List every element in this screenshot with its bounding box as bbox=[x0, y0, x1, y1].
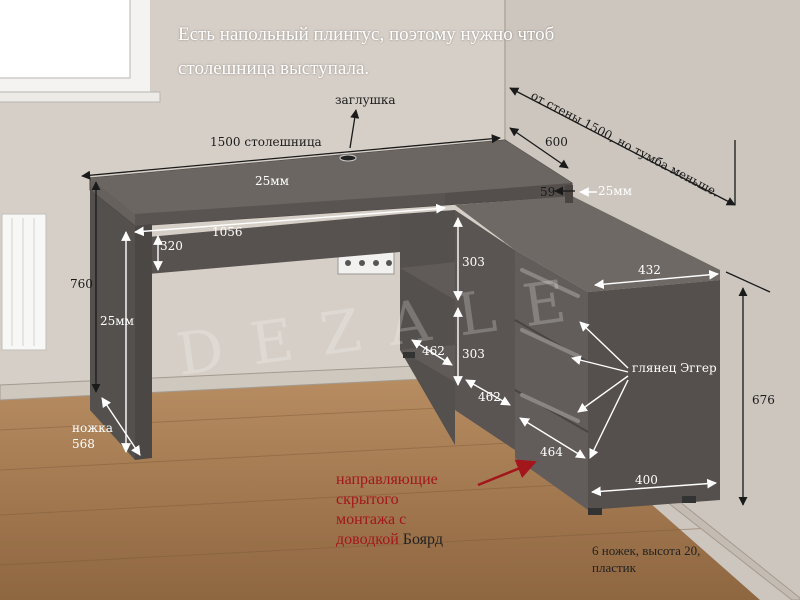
gloss-pointer-3 bbox=[577, 375, 629, 413]
feet-note-line-1: 6 ножек, высота 20, bbox=[592, 543, 701, 558]
label-width-1056: 1056 bbox=[212, 225, 243, 239]
dimension-lines-black bbox=[81, 87, 771, 506]
label-leg-1: ножка bbox=[72, 421, 113, 435]
dim-leg-568 bbox=[101, 397, 141, 456]
label-top-depth: 600 bbox=[545, 135, 568, 149]
cabinet-side bbox=[588, 280, 720, 510]
radiator bbox=[1, 213, 47, 351]
label-top-thickness: 25мм bbox=[255, 174, 289, 188]
dim-1056 bbox=[134, 203, 446, 237]
label-cabinet-400: 400 bbox=[635, 473, 658, 487]
drawer-handle-3 bbox=[520, 393, 580, 423]
dim-1500 bbox=[81, 134, 501, 180]
label-plug: заглушка bbox=[335, 93, 395, 107]
top-note-line-1: Есть напольный плинтус, поэтому нужно чт… bbox=[178, 24, 555, 45]
label-gloss: глянец Эггер bbox=[632, 361, 717, 375]
plug-leader bbox=[349, 109, 360, 149]
top-note: Есть напольный плинтус, поэтому нужно чт… bbox=[178, 18, 554, 86]
label-drawer-464: 464 bbox=[540, 445, 563, 459]
label-shelf-462-a: 462 bbox=[422, 344, 445, 358]
window-sill bbox=[0, 91, 161, 103]
label-leg-2: 568 bbox=[72, 437, 95, 451]
label-height-760: 760 bbox=[70, 277, 93, 291]
gloss-pointer-2 bbox=[571, 355, 629, 373]
left-leg-front bbox=[135, 224, 152, 460]
label-depth-320: 320 bbox=[160, 239, 183, 253]
guides-note-word: доводкой bbox=[336, 531, 399, 548]
gloss-pointer-4 bbox=[589, 379, 629, 459]
label-shelf-303-b: 303 bbox=[462, 347, 485, 361]
label-shelf-303-a: 303 bbox=[462, 255, 485, 269]
label-top-width: 1500 столешница bbox=[210, 135, 322, 149]
dim-432 bbox=[594, 269, 719, 290]
guides-note-line-1: направляющие bbox=[336, 471, 438, 488]
dim-400 bbox=[591, 478, 717, 497]
guides-note-line-4: доводкой Боярд bbox=[336, 530, 443, 550]
drawer-handle-2 bbox=[520, 328, 580, 358]
shelf-foot bbox=[403, 352, 415, 358]
dim-676-ext bbox=[725, 271, 771, 293]
guides-arrow bbox=[477, 459, 537, 487]
label-gap-59: 59 bbox=[540, 185, 555, 199]
cable-plug-hole bbox=[339, 154, 357, 162]
cabinet-foot-2 bbox=[682, 496, 696, 503]
label-leg-thickness: 25мм bbox=[100, 314, 134, 328]
gloss-pointer-1 bbox=[579, 321, 629, 369]
feet-note: 6 ножек, высота 20, пластик bbox=[592, 542, 700, 576]
dim-462-b bbox=[465, 379, 511, 406]
top-note-line-2: столешница выступала. bbox=[178, 58, 370, 79]
dimension-lines-white bbox=[101, 187, 719, 497]
floor bbox=[0, 375, 760, 600]
top-bracket bbox=[565, 185, 573, 203]
cabinet-top bbox=[455, 196, 720, 292]
window-glass bbox=[0, 0, 131, 79]
label-cabinet-432: 432 bbox=[638, 263, 661, 277]
guides-note-line-3: монтажа с bbox=[336, 511, 407, 528]
dim-wall-1500 bbox=[509, 87, 736, 206]
cabinet-foot-1 bbox=[588, 508, 602, 515]
drawer-handle-1 bbox=[520, 268, 580, 298]
label-right-thickness: 25мм bbox=[598, 184, 632, 198]
feet-note-line-2: пластик bbox=[592, 560, 636, 575]
guides-note-brand: Боярд bbox=[402, 531, 443, 548]
label-cabinet-height: 676 bbox=[752, 393, 775, 407]
guides-note-line-2: скрытого bbox=[336, 491, 399, 508]
guides-note: направляющие скрытого монтажа с доводкой… bbox=[336, 470, 443, 550]
label-shelf-462-b: 462 bbox=[478, 390, 501, 404]
dim-462-a bbox=[411, 339, 453, 366]
dim-464 bbox=[519, 417, 586, 459]
